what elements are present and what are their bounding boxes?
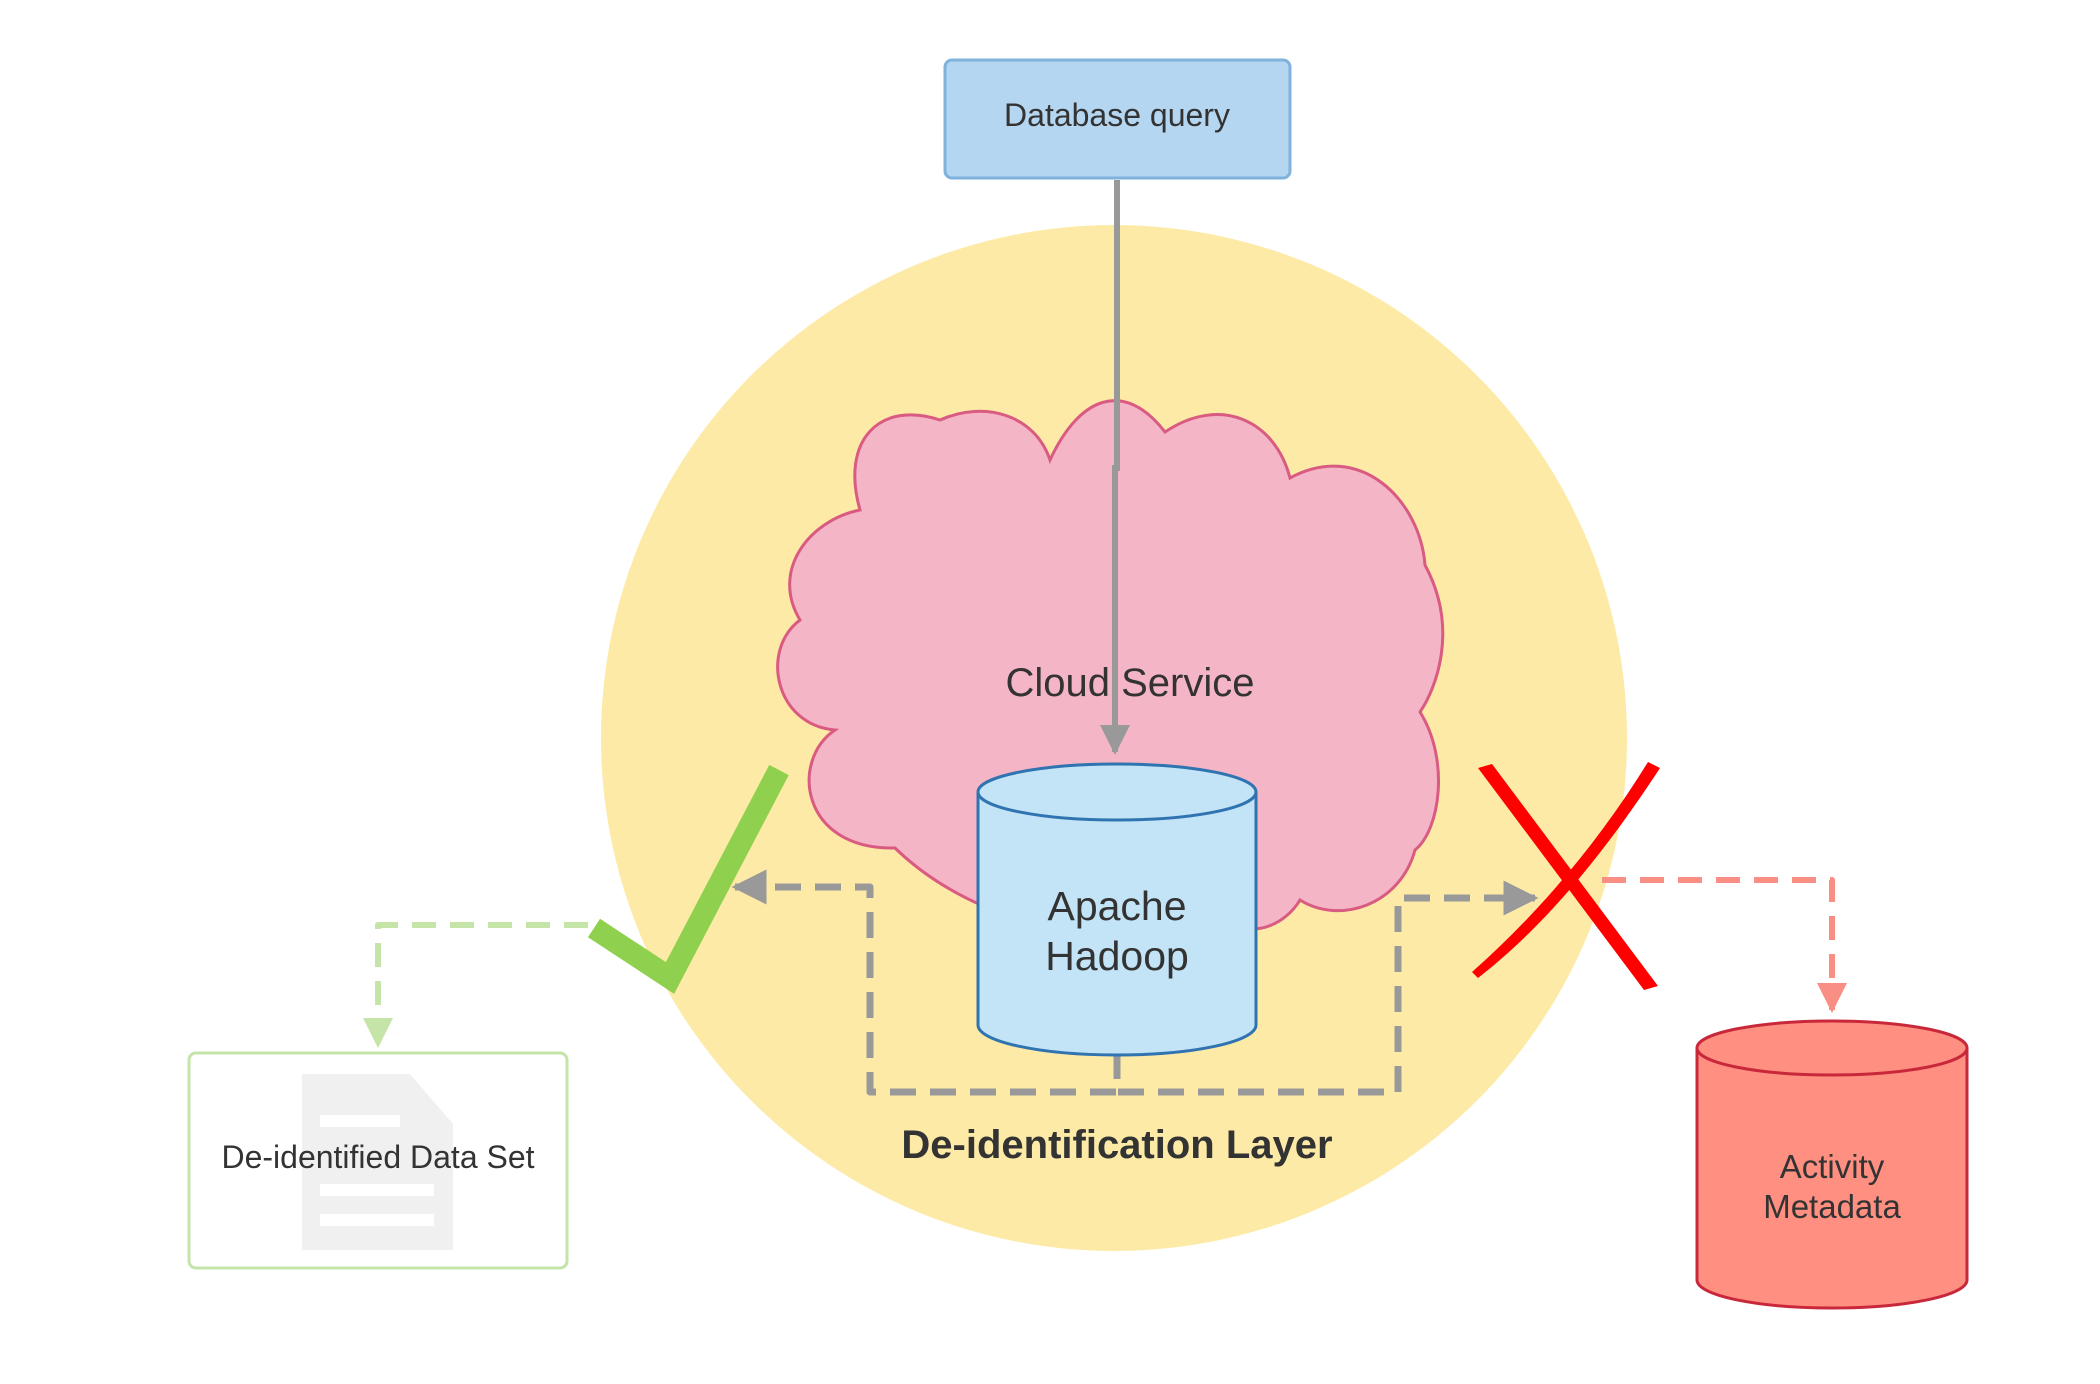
activity-metadata-cylinder[interactable]	[1695, 1019, 1969, 1310]
hadoop-label-line2: Hadoop	[1045, 933, 1189, 979]
hadoop-label-line1: Apache	[1047, 883, 1186, 929]
query-arrow	[1100, 180, 1130, 755]
deidentification-layer-label: De-identification Layer	[901, 1123, 1332, 1167]
cloud-service-shape	[776, 399, 1445, 942]
metadata-label-line2: Metadata	[1763, 1188, 1901, 1225]
document-icon	[302, 1074, 453, 1250]
apache-hadoop-cylinder[interactable]	[976, 762, 1258, 1057]
cloud-service-label: Cloud Service	[1005, 661, 1254, 705]
deidentified-dataset-label: De-identified Data Set	[221, 1139, 534, 1175]
check-icon	[587, 764, 789, 994]
hadoop-to-cross-connector	[1113, 880, 1539, 1096]
database-query-box[interactable]	[943, 58, 1292, 180]
database-query-label: Database query	[1004, 97, 1230, 133]
metadata-label-line1: Activity	[1780, 1148, 1885, 1185]
cross-icon	[1472, 762, 1660, 990]
cross-to-metadata-arrow	[1602, 877, 1847, 1013]
check-to-dataset-arrow	[363, 922, 588, 1048]
